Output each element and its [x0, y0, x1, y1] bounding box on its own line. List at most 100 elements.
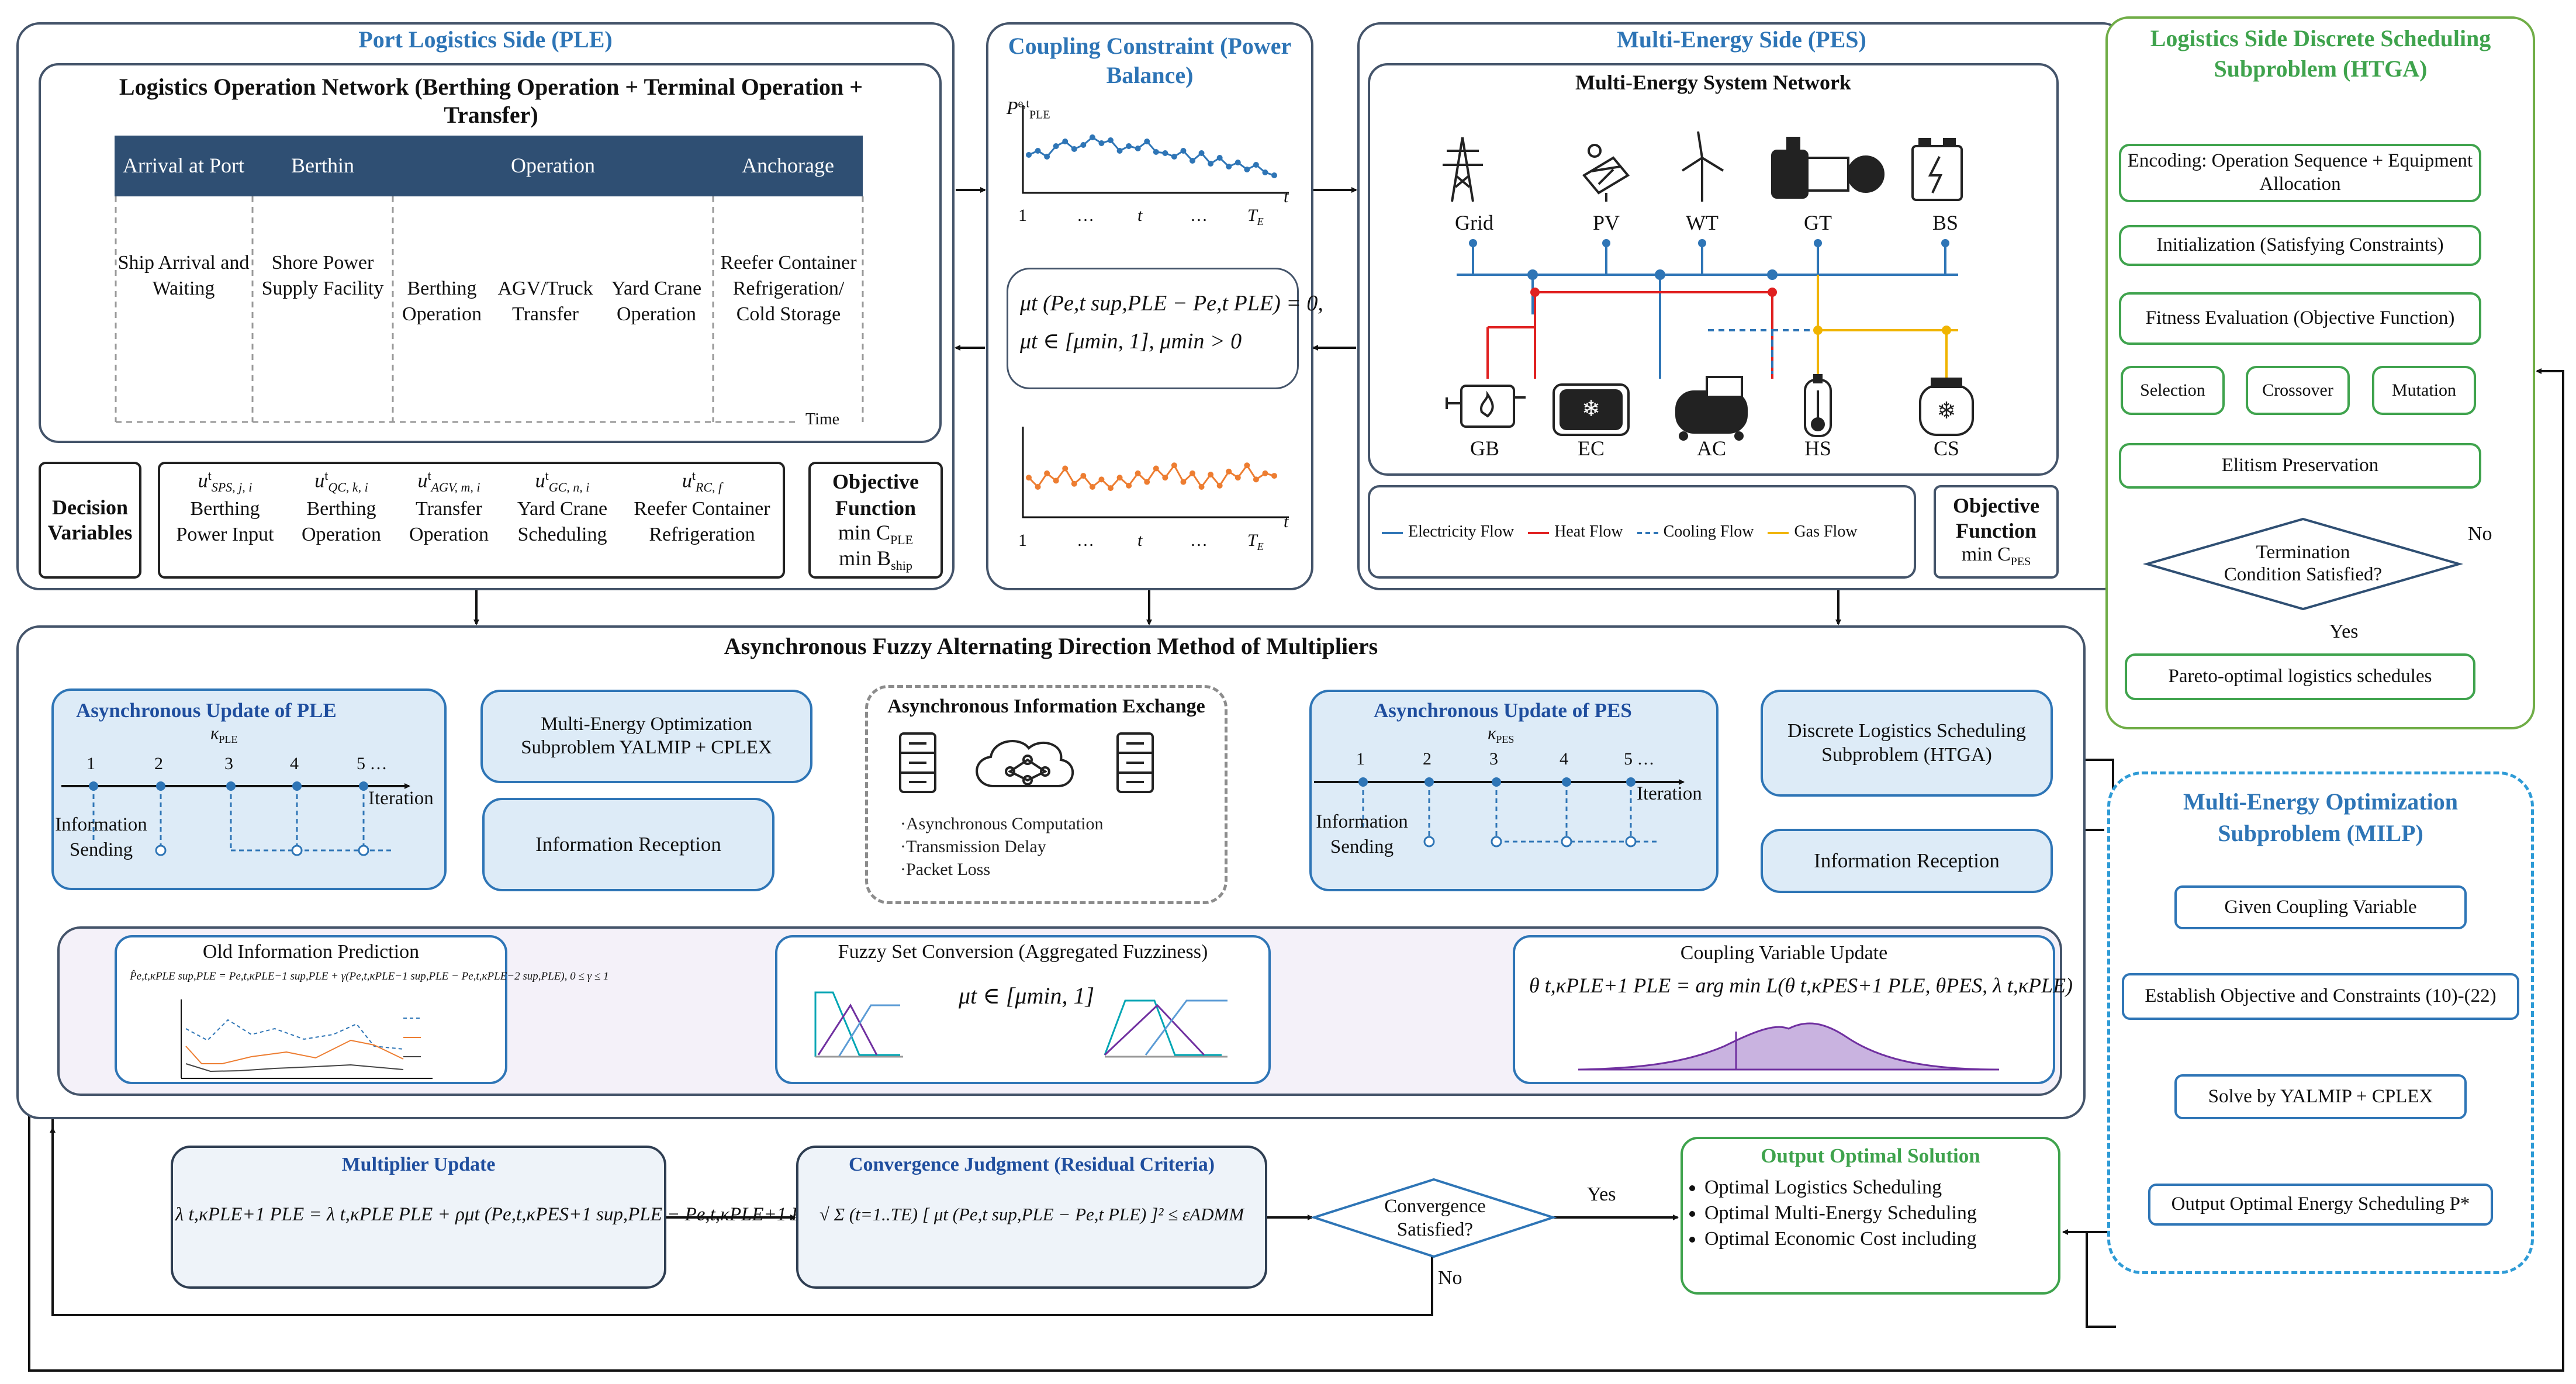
- ple-title: Port Logistics Side (PLE): [358, 26, 613, 53]
- milp-output: Output Optimal Energy Scheduling P*: [2148, 1184, 2493, 1226]
- pes-info-sending: Information Sending: [1316, 811, 1408, 857]
- top-series-point: [1044, 154, 1050, 160]
- coupling-density-plot: [1578, 1022, 2000, 1071]
- bottom-series-point: [1171, 462, 1177, 469]
- old-info-chart: [181, 999, 433, 1079]
- power-chart-bottom: [1022, 427, 1289, 518]
- node-grid: Grid: [1455, 211, 1493, 234]
- convergence-yes-label: Yes: [1587, 1184, 1616, 1205]
- multiplier-title: Multiplier Update: [341, 1154, 496, 1175]
- pes-objective-box: Objective Function min CPES: [1934, 485, 2059, 579]
- top-series-point: [1235, 160, 1241, 165]
- milp-title: Multi-Energy Optimization Subproblem (MI…: [2183, 788, 2458, 846]
- bottom-series-point: [1208, 472, 1214, 478]
- ple-update-title: Asynchronous Update of PLE: [76, 699, 337, 722]
- variable-rc: utRC, f Reefer Container Refrigeration: [634, 468, 770, 545]
- top-chart-x-axis: t: [1284, 187, 1289, 206]
- bottom-series-point: [1071, 480, 1077, 487]
- convergence-no-label: No: [1438, 1267, 1462, 1289]
- pes-tick-1: 1: [1356, 749, 1365, 769]
- pes-network-graph: ❄ ❄: [1443, 131, 1974, 441]
- col-shore-power: Shore Power Supply Facility: [261, 252, 384, 300]
- top-chart-axes: [1022, 105, 1289, 194]
- fuzzy-equation: μt ∈ [μmin, 1]: [959, 982, 1095, 1009]
- top-series-point: [1153, 149, 1159, 155]
- exchange-icons: [899, 732, 1154, 793]
- top-series-point: [1108, 137, 1114, 143]
- ple-network-box: [39, 63, 942, 443]
- outer-loop: [28, 368, 2564, 1372]
- htga-title: Logistics Side Discrete Scheduling Subpr…: [2150, 25, 2491, 82]
- col-berthing-operation: Berthing Operation: [402, 278, 482, 326]
- ac-icon: [1675, 376, 1748, 441]
- pes-update-title: Asynchronous Update of PES: [1374, 699, 1632, 722]
- exchange-title: Asynchronous Information Exchange: [887, 696, 1205, 717]
- htga-encoding: Encoding: Operation Sequence + Equipment…: [2119, 144, 2481, 202]
- htga-subproblem-box: Discrete Logistics Scheduling Subproblem…: [1761, 690, 2053, 797]
- bottom-series-point: [1253, 476, 1259, 483]
- node-ac: AC: [1696, 437, 1726, 460]
- top-series-point: [1026, 152, 1032, 158]
- bottom-series-point: [1262, 470, 1268, 476]
- exchange-box: [865, 685, 1228, 904]
- pes-update-box: [1309, 690, 1719, 891]
- output-box: [1681, 1137, 2060, 1295]
- top-series-line: [1028, 136, 1275, 177]
- wt-icon: [1681, 131, 1724, 202]
- old-info-box: [115, 935, 507, 1084]
- pes-iteration-axis: [1314, 777, 1685, 847]
- pes-kappa: κPES: [1488, 724, 1515, 745]
- bottom-series-point: [1089, 484, 1095, 490]
- node-ec: EC: [1577, 437, 1605, 460]
- stage-anchorage: Anchorage: [713, 136, 863, 196]
- pv-icon: [1582, 144, 1630, 202]
- ple-iteration-label: Iteration: [368, 788, 434, 809]
- fuzzy-box: [775, 935, 1271, 1084]
- node-bs: BS: [1932, 211, 1959, 234]
- top-series-point: [1271, 172, 1277, 178]
- bottom-series-point: [1190, 470, 1195, 476]
- ple-tick-4: 4: [290, 754, 299, 773]
- htga-initialization: Initialization (Satisfying Constraints): [2119, 225, 2481, 266]
- top-series-point: [1244, 167, 1250, 172]
- convergence-box: [796, 1146, 1267, 1289]
- bottom-series-point: [1108, 485, 1114, 492]
- top-series-point: [1216, 155, 1223, 161]
- pes-tick-4: 4: [1560, 749, 1568, 769]
- htga-crossover: Crossover: [2246, 366, 2350, 415]
- termination-label: Termination Condition Satisfied?: [2224, 542, 2383, 585]
- top-series-point: [1080, 142, 1087, 148]
- ple-timeline: [115, 196, 864, 423]
- stage-operation: Operation: [393, 136, 713, 196]
- termination-diamond: [2142, 517, 2464, 611]
- htga-yes-label: Yes: [2329, 621, 2359, 642]
- top-series-point: [1198, 150, 1205, 156]
- bottom-series-point: [1180, 479, 1187, 485]
- bottom-series-point: [1144, 479, 1150, 485]
- top-series-point: [1162, 150, 1168, 156]
- decision-variables-box: [158, 462, 785, 579]
- output-title: Output Optimal Solution: [1761, 1144, 1980, 1167]
- yalmip-box: Multi-Energy Optimization Subproblem YAL…: [480, 690, 812, 783]
- col-reefer: Reefer Container Refrigeration/ Cold Sto…: [720, 252, 857, 326]
- ple-tick-1: 1: [87, 754, 95, 773]
- svg-text:❄: ❄: [1937, 397, 1956, 424]
- gb-icon: [1446, 385, 1526, 428]
- gt-icon: [1771, 137, 1885, 199]
- top-series-point: [1089, 134, 1095, 140]
- col-yard-crane: Yard Crane Operation: [611, 278, 702, 326]
- milp-establish: Establish Objective and Constraints (10)…: [2122, 973, 2519, 1020]
- bottom-series-point: [1162, 475, 1168, 481]
- bottom-series-point: [1153, 465, 1159, 472]
- ple-network-title: Logistics Operation Network (Berthing Op…: [119, 74, 863, 128]
- bottom-series-point: [1080, 473, 1087, 479]
- hs-icon: [1804, 374, 1832, 437]
- ple-kappa: κPLE: [210, 724, 238, 745]
- no-loop-line: [51, 1131, 1433, 1316]
- admm-title: Asynchronous Fuzzy Alternating Direction…: [724, 633, 1378, 659]
- pes-title: Multi-Energy Side (PES): [1617, 26, 1866, 53]
- cloud-network-icon: [976, 740, 1074, 787]
- pes-tick-2: 2: [1423, 749, 1432, 769]
- power-chart-top: [1022, 105, 1289, 194]
